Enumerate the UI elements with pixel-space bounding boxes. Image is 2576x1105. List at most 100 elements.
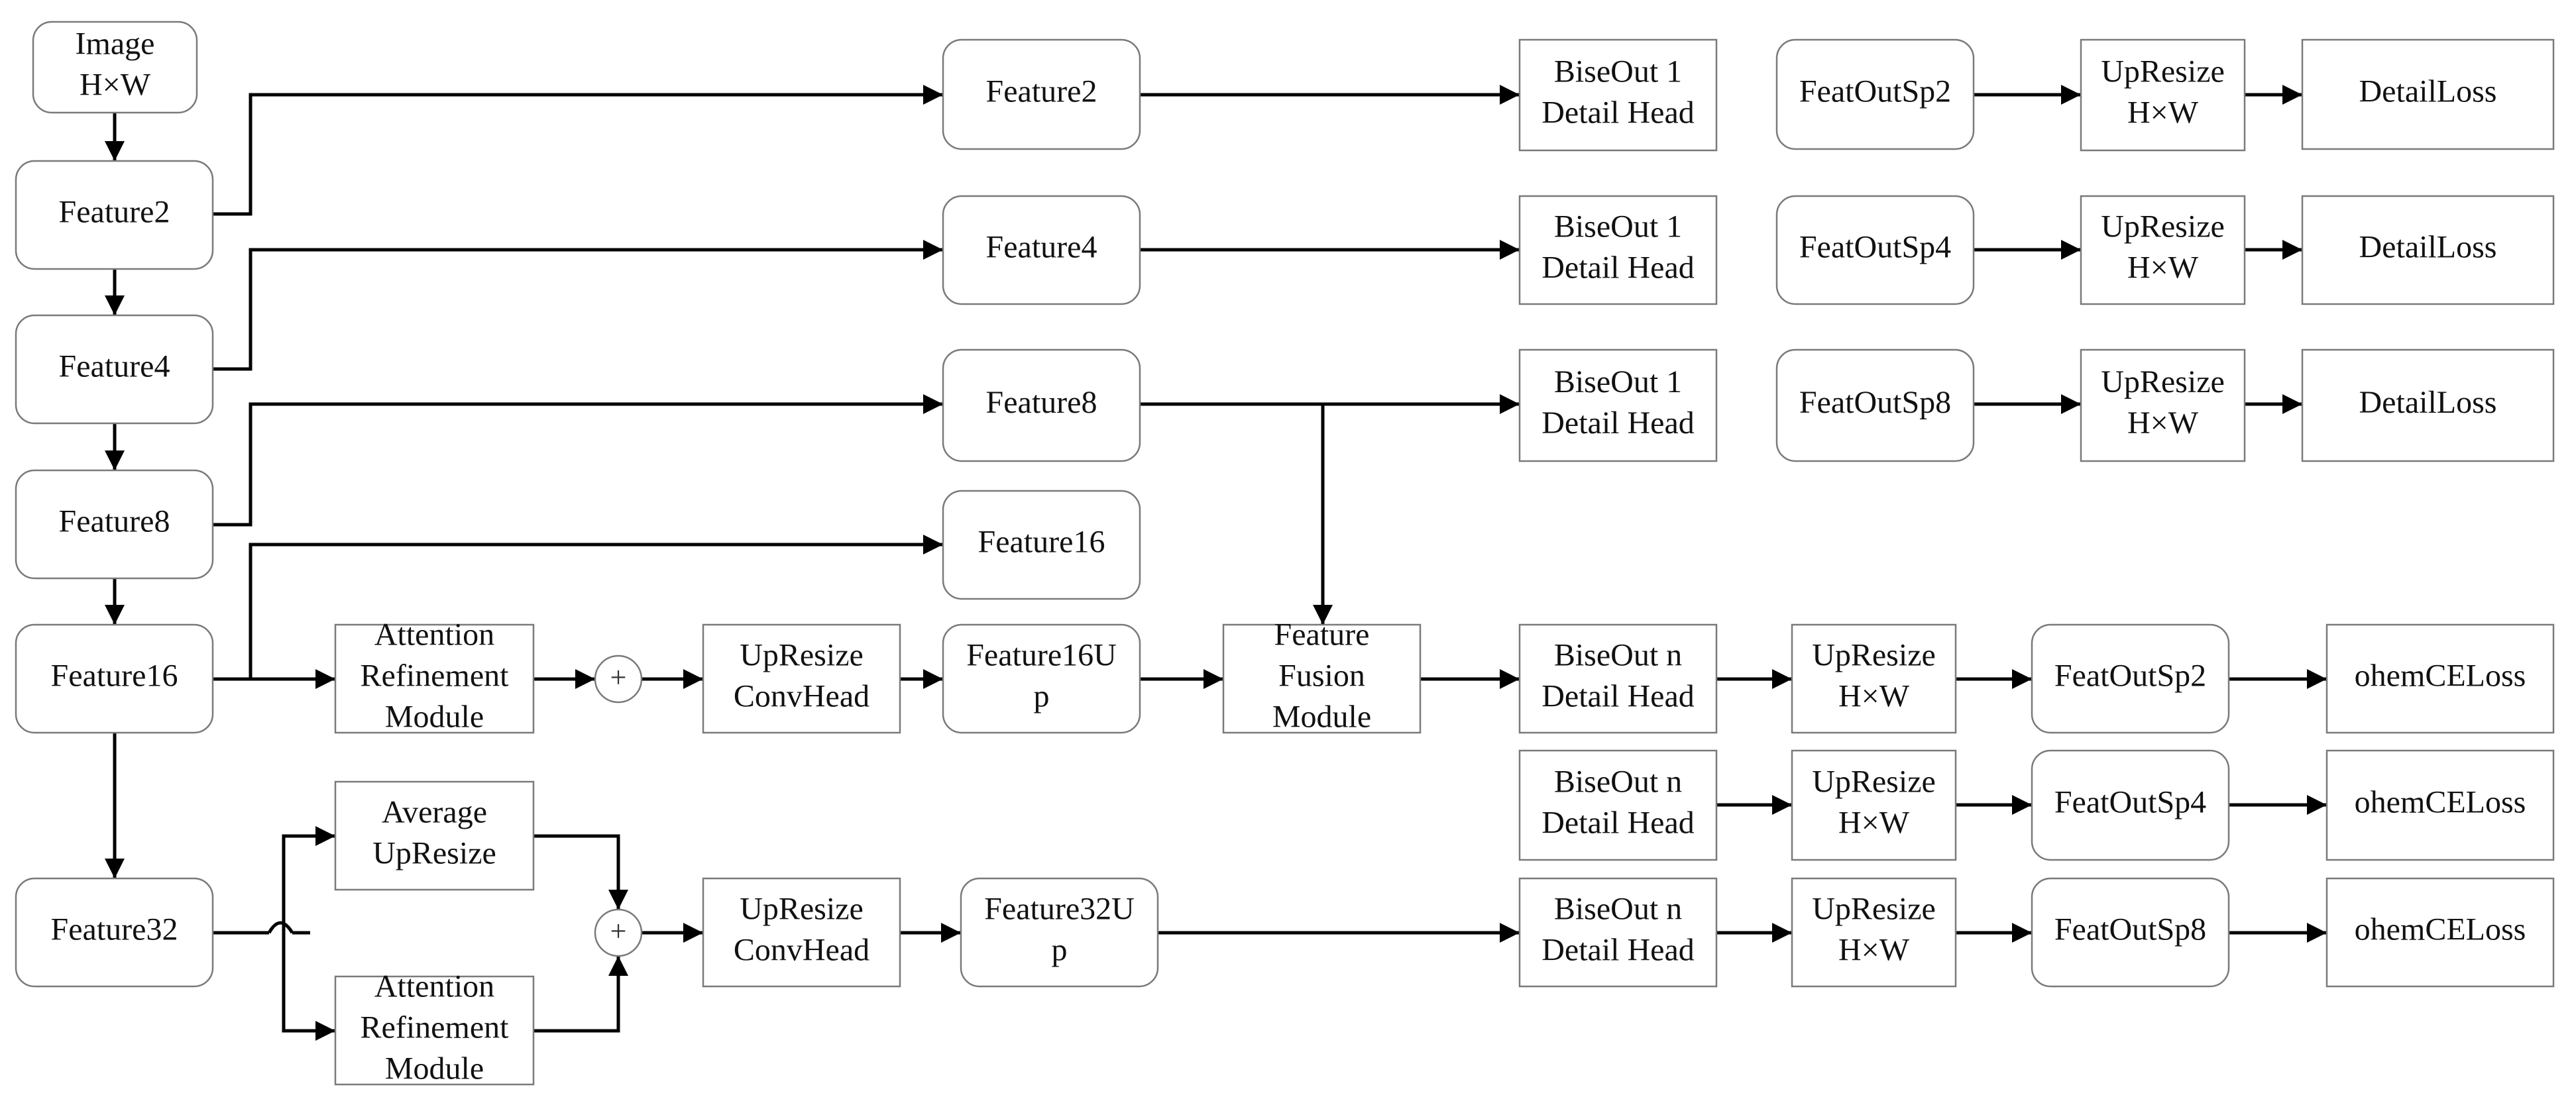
- featoutsp2-top-label-line-1: FeatOutSp2: [1799, 74, 1951, 109]
- sum-32-symbol: +: [610, 915, 627, 947]
- featoutsp8-bot-box: [2031, 877, 2230, 988]
- detail-head-3-label-line-2: Detail Head: [1541, 405, 1695, 441]
- feature32up-label-line-2: p: [1052, 933, 1068, 968]
- split-to-arm32-connector: [282, 933, 335, 1041]
- sum-16-symbol: +: [610, 661, 627, 694]
- upresize-top-2-label-line-2: H×W: [2127, 250, 2199, 286]
- upresize-top-1-box: [2080, 38, 2246, 152]
- upresize-bot-2-label-line-2: H×W: [1838, 806, 1910, 841]
- image-label-line-1: Image: [76, 26, 155, 62]
- arm32-to-sum32-connector: [533, 956, 628, 1033]
- split-to-avg-connector: [282, 826, 335, 933]
- bb-feature32-label-line-1: Feature32: [51, 912, 178, 947]
- ohem-3-node: ohemCELoss: [2325, 877, 2555, 988]
- featoutsp8-bot-node: FeatOutSp8: [2031, 877, 2230, 988]
- seg-head-2-box: [1518, 749, 1718, 861]
- bb-feature2-node: Feature2: [15, 160, 214, 270]
- arm-32-label-line-3: Module: [385, 1051, 484, 1086]
- image-label-line-2: H×W: [80, 68, 151, 103]
- tap-feature8-box: [942, 348, 1141, 462]
- ohem-1-node: ohemCELoss: [2325, 623, 2555, 734]
- ffm-label-line-3: Module: [1272, 700, 1371, 735]
- avg-upresize-label-line-2: UpResize: [372, 836, 496, 871]
- bb-feature4-label-line-1: Feature4: [59, 349, 170, 384]
- upresize-top-1-label-line-1: UpResize: [2101, 54, 2225, 89]
- featoutsp4-bot-node: FeatOutSp4: [2031, 749, 2230, 861]
- feature4-tap-connector: [213, 240, 943, 371]
- avg-upresize-box: [334, 780, 535, 891]
- tap-feature4-label-line-1: Feature4: [986, 230, 1097, 265]
- detail-head-1-label-line-1: BiseOut 1: [1554, 54, 1682, 89]
- connector-layer: [105, 85, 2327, 1041]
- upresize-bot-2-label-line-1: UpResize: [1812, 764, 1936, 800]
- arm-32-label-line-2: Refinement: [361, 1010, 510, 1045]
- detail-head-1-label-line-2: Detail Head: [1541, 95, 1695, 131]
- ffm-box: [1222, 623, 1422, 734]
- tap-feature2-node: Feature2: [942, 38, 1141, 150]
- upresize-top-2-box: [2080, 195, 2246, 305]
- featoutsp2-bot-box: [2031, 623, 2230, 734]
- feature16up-label-line-1: Feature16U: [966, 638, 1117, 673]
- bb-feature8-box: [15, 469, 214, 580]
- convhead-16-box: [702, 623, 901, 734]
- convhead-16-label-line-1: UpResize: [740, 638, 864, 673]
- ohem-1-label-line-1: ohemCELoss: [2355, 658, 2526, 694]
- upresize-bot-1-label-line-2: H×W: [1838, 679, 1910, 714]
- seg-head-3-box: [1518, 877, 1718, 988]
- tap-feature16-node: Feature16: [942, 490, 1141, 600]
- upresize-top-3-box: [2080, 348, 2246, 462]
- convhead-16-label-line-2: ConvHead: [734, 679, 869, 714]
- bb-feature8-label-line-1: Feature8: [59, 504, 170, 539]
- detail-head-2-label-line-2: Detail Head: [1541, 250, 1695, 286]
- bb-feature16-node: Feature16: [15, 623, 214, 734]
- bb-feature2-label-line-1: Feature2: [59, 195, 170, 230]
- upresize-bot-1-label-line-1: UpResize: [1812, 638, 1936, 673]
- featoutsp8-top-label-line-1: FeatOutSp8: [1799, 385, 1951, 420]
- featoutsp4-top-node: FeatOutSp4: [1775, 195, 1975, 305]
- detail-head-3-label-line-1: BiseOut 1: [1554, 364, 1682, 399]
- sum-16-circle: +: [594, 655, 643, 704]
- detail-head-2-label-line-1: BiseOut 1: [1554, 209, 1682, 244]
- feature32up-box: [960, 877, 1159, 988]
- upresize-bot-3-box: [1791, 877, 1957, 988]
- detailloss-3-node: DetailLoss: [2301, 348, 2555, 462]
- tap-feature8-node: Feature8: [942, 348, 1141, 462]
- arm-16-label-line-2: Refinement: [361, 658, 510, 694]
- tap8-to-ffm-connector: [1140, 402, 1333, 625]
- ohem-2-label-line-1: ohemCELoss: [2355, 785, 2526, 820]
- featoutsp4-bot-label-line-1: FeatOutSp4: [2054, 785, 2206, 820]
- tap-feature8-label-line-1: Feature8: [986, 385, 1097, 420]
- detailloss-2-box: [2301, 195, 2555, 305]
- seg-head-1-label-line-1: BiseOut n: [1554, 638, 1682, 673]
- detail-head-1-box: [1518, 38, 1718, 152]
- featoutsp2-top-box: [1775, 38, 1975, 150]
- featoutsp4-bot-box: [2031, 749, 2230, 861]
- upresize-bot-3-label-line-2: H×W: [1838, 933, 1910, 968]
- avg-upresize-label-line-1: Average: [382, 795, 487, 830]
- featoutsp4-top-label-line-1: FeatOutSp4: [1799, 230, 1951, 265]
- upresize-bot-2-box: [1791, 749, 1957, 861]
- ffm-label-line-2: Fusion: [1278, 658, 1365, 694]
- detailloss-2-node: DetailLoss: [2301, 195, 2555, 305]
- convhead-32-box: [702, 877, 901, 988]
- featoutsp2-top-node: FeatOutSp2: [1775, 38, 1975, 150]
- convhead-32-label-line-2: ConvHead: [734, 933, 869, 968]
- seg-head-1-box: [1518, 623, 1718, 734]
- tap-feature16-box: [942, 490, 1141, 600]
- ohem-3-box: [2325, 877, 2555, 988]
- tap-feature4-node: Feature4: [942, 195, 1141, 305]
- seg-head-3-label-line-1: BiseOut n: [1554, 892, 1682, 927]
- tap-feature2-label-line-1: Feature2: [986, 74, 1097, 109]
- bb-feature8-node: Feature8: [15, 469, 214, 580]
- detail-head-1-node: BiseOut 1 Detail Head: [1518, 38, 1718, 152]
- sum-32-circle: +: [594, 908, 643, 957]
